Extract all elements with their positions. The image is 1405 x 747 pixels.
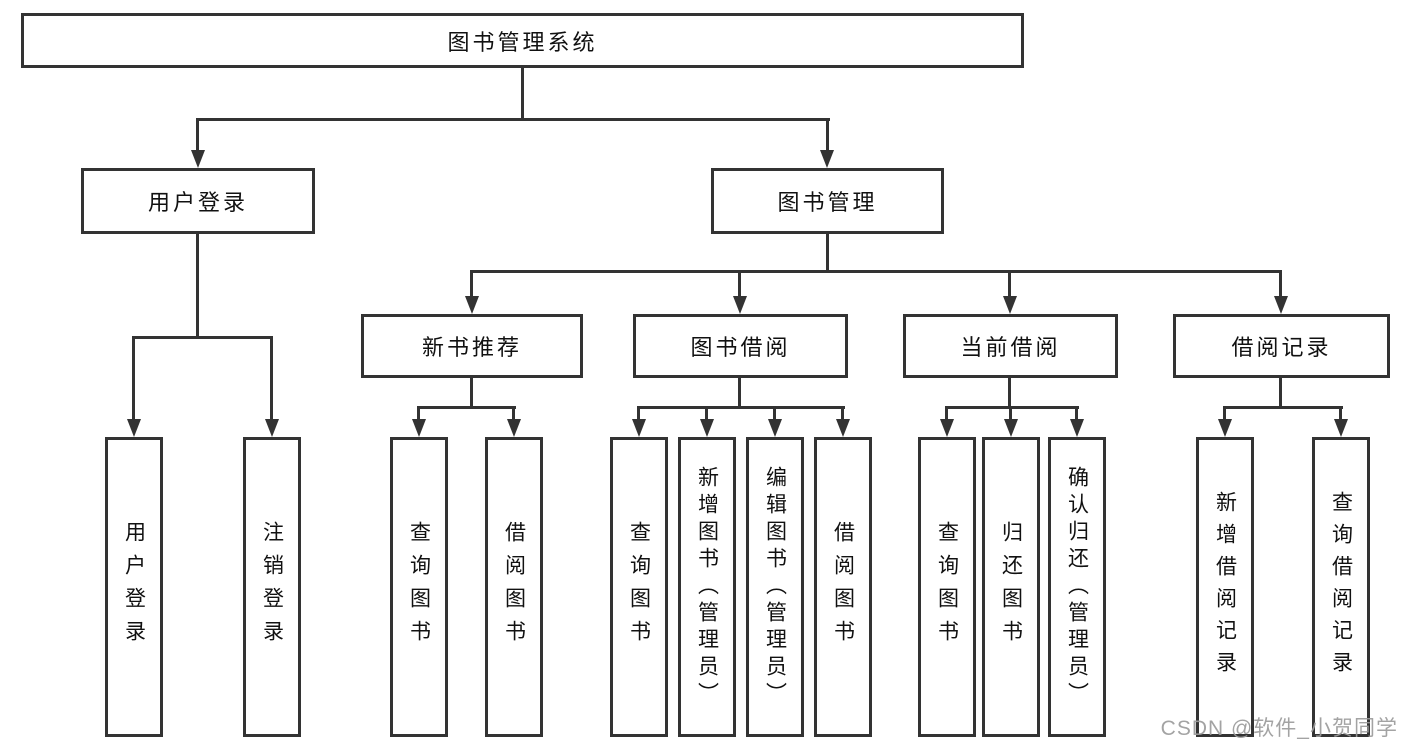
- leaf-user-login-label: 用户登录: [122, 521, 146, 653]
- leaf-add-borrow-record: 新增借阅记录: [1196, 437, 1254, 737]
- arrowhead-icon: [940, 419, 954, 437]
- connector: [1279, 378, 1282, 406]
- arrowhead-icon: [1004, 419, 1018, 437]
- arrowhead-icon: [836, 419, 850, 437]
- leaf-query-books-borrow: 查询图书: [610, 437, 668, 737]
- leaf-query-books-current: 查询图书: [918, 437, 976, 737]
- node-root-label: 图书管理系统: [447, 29, 598, 55]
- connector: [1339, 406, 1342, 421]
- leaf-query-books-current-label: 查询图书: [935, 521, 959, 653]
- node-book-management-label: 图书管理: [777, 190, 878, 215]
- node-user-login-label: 用户登录: [147, 190, 248, 215]
- node-current-borrow: 当前借阅: [903, 314, 1118, 378]
- leaf-confirm-return-admin: 确认归还（管理员）: [1048, 437, 1106, 737]
- leaf-query-books-recommend-label: 查询图书: [407, 521, 431, 653]
- node-new-book-recommend: 新书推荐: [361, 314, 583, 378]
- arrowhead-icon: [1274, 296, 1288, 314]
- node-user-login: 用户登录: [81, 168, 315, 234]
- node-book-management: 图书管理: [711, 168, 944, 234]
- connector: [1009, 406, 1012, 421]
- leaf-add-borrow-record-label: 新增借阅记录: [1213, 491, 1237, 683]
- arrowhead-icon: [733, 296, 747, 314]
- connector: [196, 234, 199, 336]
- connector: [826, 234, 829, 270]
- leaf-edit-books-admin-label: 编辑图书（管理员）: [763, 465, 787, 709]
- leaf-borrow-books-borrow-label: 借阅图书: [831, 521, 855, 653]
- watermark: CSDN @软件_小贺同学: [1160, 717, 1398, 740]
- leaf-borrow-books-recommend-label: 借阅图书: [502, 521, 526, 653]
- connector: [470, 270, 1282, 273]
- connector: [196, 118, 830, 121]
- connector: [637, 406, 640, 421]
- node-new-book-recommend-label: 新书推荐: [421, 335, 522, 360]
- leaf-add-books-admin-label: 新增图书（管理员）: [695, 465, 719, 709]
- leaf-logout-login: 注销登录: [243, 437, 301, 737]
- arrowhead-icon: [465, 296, 479, 314]
- connector: [945, 406, 948, 421]
- leaf-borrow-books-borrow: 借阅图书: [814, 437, 872, 737]
- connector: [1008, 378, 1011, 406]
- leaf-add-books-admin: 新增图书（管理员）: [678, 437, 736, 737]
- leaf-edit-books-admin: 编辑图书（管理员）: [746, 437, 804, 737]
- leaf-user-login: 用户登录: [105, 437, 163, 737]
- arrowhead-icon: [127, 419, 141, 437]
- leaf-query-borrow-record-label: 查询借阅记录: [1329, 491, 1353, 683]
- arrowhead-icon: [768, 419, 782, 437]
- connector: [132, 336, 135, 420]
- leaf-query-books-borrow-label: 查询图书: [627, 521, 651, 653]
- connector: [773, 406, 776, 421]
- leaf-return-books: 归还图书: [982, 437, 1040, 737]
- connector: [841, 406, 844, 421]
- arrowhead-icon: [265, 419, 279, 437]
- connector: [1279, 270, 1282, 298]
- node-current-borrow-label: 当前借阅: [960, 335, 1061, 360]
- arrowhead-icon: [412, 419, 426, 437]
- connector: [738, 270, 741, 298]
- leaf-borrow-books-recommend: 借阅图书: [485, 437, 543, 737]
- connector: [196, 118, 199, 152]
- arrowhead-icon: [1334, 419, 1348, 437]
- leaf-query-borrow-record: 查询借阅记录: [1312, 437, 1370, 737]
- connector: [1223, 406, 1226, 421]
- node-book-borrow-label: 图书借阅: [690, 335, 791, 360]
- connector: [826, 118, 829, 152]
- node-root: 图书管理系统: [21, 13, 1024, 68]
- connector: [470, 270, 473, 298]
- connector: [705, 406, 708, 421]
- connector: [470, 378, 473, 406]
- connector: [1008, 270, 1011, 298]
- arrowhead-icon: [507, 419, 521, 437]
- node-borrow-records: 借阅记录: [1173, 314, 1390, 378]
- connector: [1223, 406, 1343, 409]
- arrowhead-icon: [1003, 296, 1017, 314]
- arrowhead-icon: [700, 419, 714, 437]
- connector: [417, 406, 420, 421]
- arrowhead-icon: [820, 150, 834, 168]
- node-book-borrow: 图书借阅: [633, 314, 848, 378]
- leaf-confirm-return-admin-label: 确认归还（管理员）: [1065, 465, 1089, 709]
- connector: [521, 68, 524, 118]
- leaf-query-books-recommend: 查询图书: [390, 437, 448, 737]
- arrowhead-icon: [632, 419, 646, 437]
- connector: [738, 378, 741, 406]
- arrowhead-icon: [1070, 419, 1084, 437]
- arrowhead-icon: [1218, 419, 1232, 437]
- connector: [132, 336, 273, 339]
- node-borrow-records-label: 借阅记录: [1231, 335, 1332, 360]
- leaf-logout-login-label: 注销登录: [260, 521, 284, 653]
- connector: [637, 406, 845, 409]
- leaf-return-books-label: 归还图书: [999, 521, 1023, 653]
- connector: [945, 406, 1079, 409]
- connector: [512, 406, 515, 421]
- connector: [1075, 406, 1078, 421]
- connector: [270, 336, 273, 420]
- arrowhead-icon: [191, 150, 205, 168]
- connector: [417, 406, 516, 409]
